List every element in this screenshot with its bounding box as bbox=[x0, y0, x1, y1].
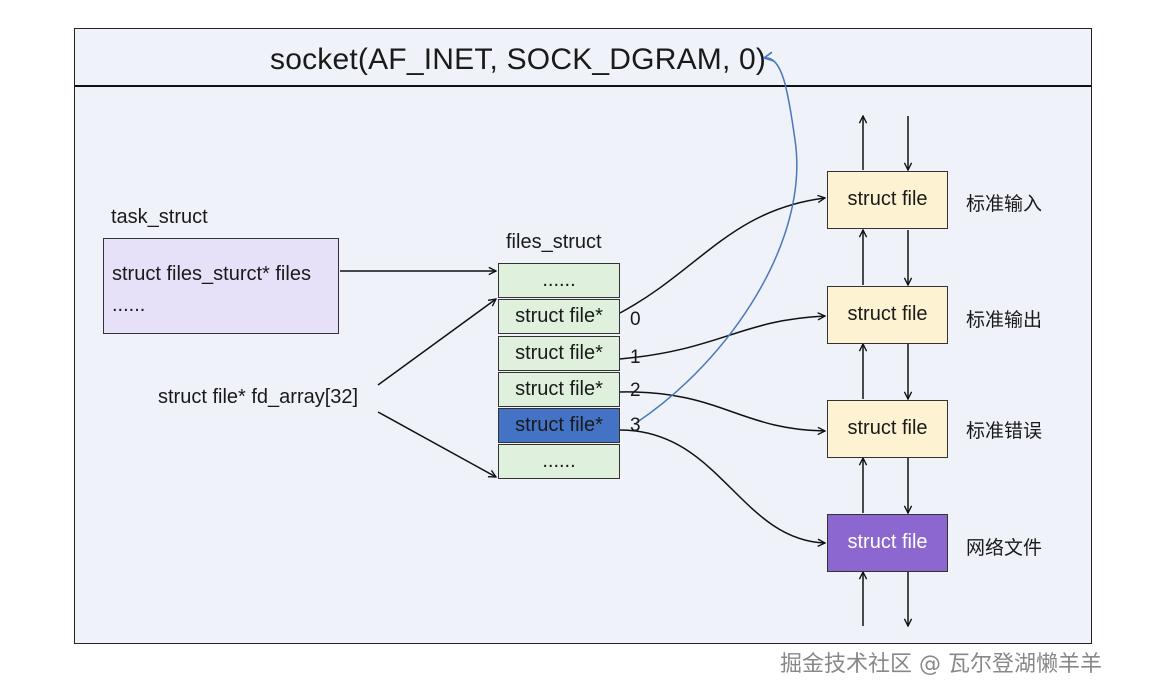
fd-array-arrow-bottom bbox=[377, 411, 496, 477]
socket-call-title: socket(AF_INET, SOCK_DGRAM, 0) bbox=[270, 43, 767, 76]
fd-array-label: struct file* fd_array[32] bbox=[158, 386, 359, 408]
stdout-label: 标准输出 bbox=[966, 309, 1043, 331]
stdin-file-box: struct file bbox=[827, 171, 948, 229]
fd-index-3: 3 bbox=[630, 415, 641, 436]
fd-index-0: 0 bbox=[630, 309, 641, 330]
task-struct-ellipsis: ...... bbox=[112, 294, 146, 316]
fd-cell-0: struct file* bbox=[498, 299, 620, 334]
fd2-to-stderr-arrow bbox=[619, 391, 825, 431]
fd-index-1: 1 bbox=[630, 347, 641, 368]
task-struct-files-field: struct files_sturct* files bbox=[112, 263, 311, 285]
fd-cell-2: struct file* bbox=[498, 372, 620, 407]
network-file-label: 网络文件 bbox=[966, 537, 1043, 559]
files-struct-label: files_struct bbox=[506, 231, 602, 253]
watermark: 掘金技术社区 @ 瓦尔登湖懒羊羊 bbox=[780, 652, 1102, 677]
task-struct-box: struct files_sturct* files ...... bbox=[103, 238, 339, 334]
fd-cell-bottom-ellipsis: ...... bbox=[498, 444, 620, 479]
stdout-file-box: struct file bbox=[827, 286, 948, 344]
socket-return-arrow bbox=[635, 58, 798, 424]
fd-cell-top-ellipsis: ...... bbox=[498, 263, 620, 298]
title-band: socket(AF_INET, SOCK_DGRAM, 0) bbox=[75, 29, 1091, 87]
task-struct-label: task_struct bbox=[111, 206, 208, 228]
fd-cell-3: struct file* bbox=[498, 408, 620, 443]
network-file-box: struct file bbox=[827, 514, 948, 572]
fd-array-arrow-top bbox=[377, 299, 496, 386]
stderr-file-box: struct file bbox=[827, 400, 948, 458]
stderr-label: 标准错误 bbox=[966, 420, 1043, 442]
fd1-to-stdout-arrow bbox=[619, 316, 825, 360]
fd-cell-1: struct file* bbox=[498, 336, 620, 371]
stdin-label: 标准输入 bbox=[966, 193, 1043, 215]
fd0-to-stdin-arrow bbox=[619, 198, 825, 314]
fd3-to-netfile-arrow bbox=[619, 429, 825, 543]
fd-index-2: 2 bbox=[630, 380, 641, 401]
